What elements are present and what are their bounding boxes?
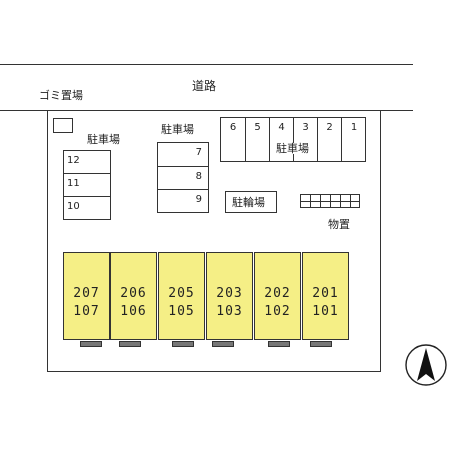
bike-parking-box: 駐輪場 xyxy=(225,191,277,213)
entrance-step xyxy=(119,341,141,347)
garbage-box xyxy=(53,118,73,133)
parking-space-number: 9 xyxy=(195,194,202,205)
parking-space-number: 3 xyxy=(302,122,309,133)
site-boundary xyxy=(47,110,381,372)
parking-space: 7 xyxy=(158,143,208,167)
parking-space-number: 12 xyxy=(67,155,80,166)
parking-top-lot: 6 5 4 3 2 1 駐車場 xyxy=(220,117,366,162)
parking-center-lot: 7 8 9 xyxy=(157,142,209,213)
parking-space-number: 6 xyxy=(229,122,237,133)
storage-divider xyxy=(301,201,359,202)
parking-space: 11 xyxy=(64,174,110,197)
parking-space-number: 5 xyxy=(254,122,261,133)
unit-block: 202 102 xyxy=(254,252,301,340)
parking-space: 6 xyxy=(221,118,246,161)
entrance-step xyxy=(310,341,332,347)
parking-space: 12 xyxy=(64,151,110,174)
parking-space: 1 xyxy=(342,118,366,161)
parking-space: 4 xyxy=(270,118,294,161)
entrance-step xyxy=(212,341,234,347)
parking-space-number: 2 xyxy=(326,122,333,133)
parking-space-number: 8 xyxy=(195,171,202,182)
parking-space: 3 xyxy=(294,118,318,161)
unit-lower-number: 103 xyxy=(216,304,243,319)
road-line-top xyxy=(0,64,413,65)
parking-space: 8 xyxy=(158,167,208,190)
parking-space-number: 4 xyxy=(278,122,285,133)
unit-block: 201 101 xyxy=(302,252,349,340)
parking-space: 5 xyxy=(246,118,270,161)
road-line-bottom xyxy=(0,110,413,111)
north-arrow-icon xyxy=(405,344,447,386)
parking-space: 10 xyxy=(64,197,110,220)
parking-center-label: 駐車場 xyxy=(161,123,194,136)
bike-parking-label: 駐輪場 xyxy=(232,196,265,209)
unit-upper-number: 203 xyxy=(216,286,243,301)
parking-left-label: 駐車場 xyxy=(87,133,120,146)
parking-top-label: 駐車場 xyxy=(275,142,310,155)
unit-block: 207 107 xyxy=(63,252,110,340)
storage-label: 物置 xyxy=(328,218,350,231)
parking-space: 2 xyxy=(318,118,342,161)
unit-lower-number: 107 xyxy=(73,304,100,319)
storage-box xyxy=(300,194,360,208)
unit-upper-number: 201 xyxy=(312,286,339,301)
parking-space: 9 xyxy=(158,190,208,213)
garbage-label: ゴミ置場 xyxy=(39,89,83,102)
entrance-step xyxy=(80,341,102,347)
unit-block: 206 106 xyxy=(110,252,157,340)
entrance-step xyxy=(172,341,194,347)
unit-lower-number: 105 xyxy=(168,304,195,319)
parking-space-number: 1 xyxy=(350,122,358,133)
unit-block: 203 103 xyxy=(206,252,253,340)
unit-lower-number: 101 xyxy=(312,304,339,319)
parking-space-number: 7 xyxy=(195,147,202,158)
unit-upper-number: 206 xyxy=(120,286,147,301)
parking-space-number: 11 xyxy=(67,178,80,189)
parking-space-number: 10 xyxy=(67,201,80,212)
road-label: 道路 xyxy=(192,79,217,93)
unit-upper-number: 202 xyxy=(264,286,291,301)
parking-left-lot: 12 11 10 xyxy=(63,150,111,220)
unit-lower-number: 106 xyxy=(120,304,147,319)
unit-upper-number: 207 xyxy=(73,286,100,301)
unit-block: 205 105 xyxy=(158,252,205,340)
unit-lower-number: 102 xyxy=(264,304,291,319)
unit-upper-number: 205 xyxy=(168,286,195,301)
entrance-step xyxy=(268,341,290,347)
